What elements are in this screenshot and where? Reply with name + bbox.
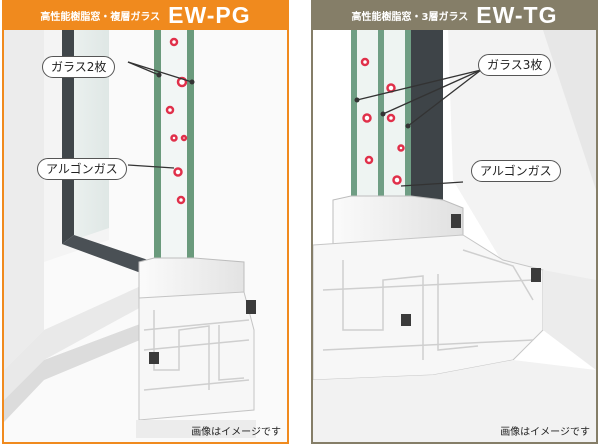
model-name: EW-TG: [476, 2, 558, 28]
header-subtitle: 高性能樹脂窓・複層ガラス: [40, 12, 161, 23]
callout-glass-count: ガラス3枚: [478, 54, 552, 76]
window-frame-illustration: [4, 30, 287, 442]
panel-ew-tg: 高性能樹脂窓・3層ガラス EW-TG: [311, 0, 598, 444]
header-subtitle: 高性能樹脂窓・3層ガラス: [351, 12, 469, 23]
window-frame-illustration: [313, 30, 596, 442]
panel-header: 高性能樹脂窓・3層ガラス EW-TG: [313, 2, 596, 30]
callout-argon-gas: アルゴンガス: [471, 160, 561, 182]
callout-argon-gas: アルゴンガス: [37, 158, 127, 180]
panel-ew-pg: 高性能樹脂窓・複層ガラス EW-PG: [2, 0, 289, 444]
image-note: 画像はイメージです: [191, 427, 281, 438]
image-note: 画像はイメージです: [500, 427, 590, 438]
model-name: EW-PG: [168, 2, 251, 28]
callout-glass-count: ガラス2枚: [42, 56, 116, 78]
argon-particles: [360, 57, 405, 185]
panel-header: 高性能樹脂窓・複層ガラス EW-PG: [4, 2, 287, 30]
argon-particles: [165, 37, 188, 205]
